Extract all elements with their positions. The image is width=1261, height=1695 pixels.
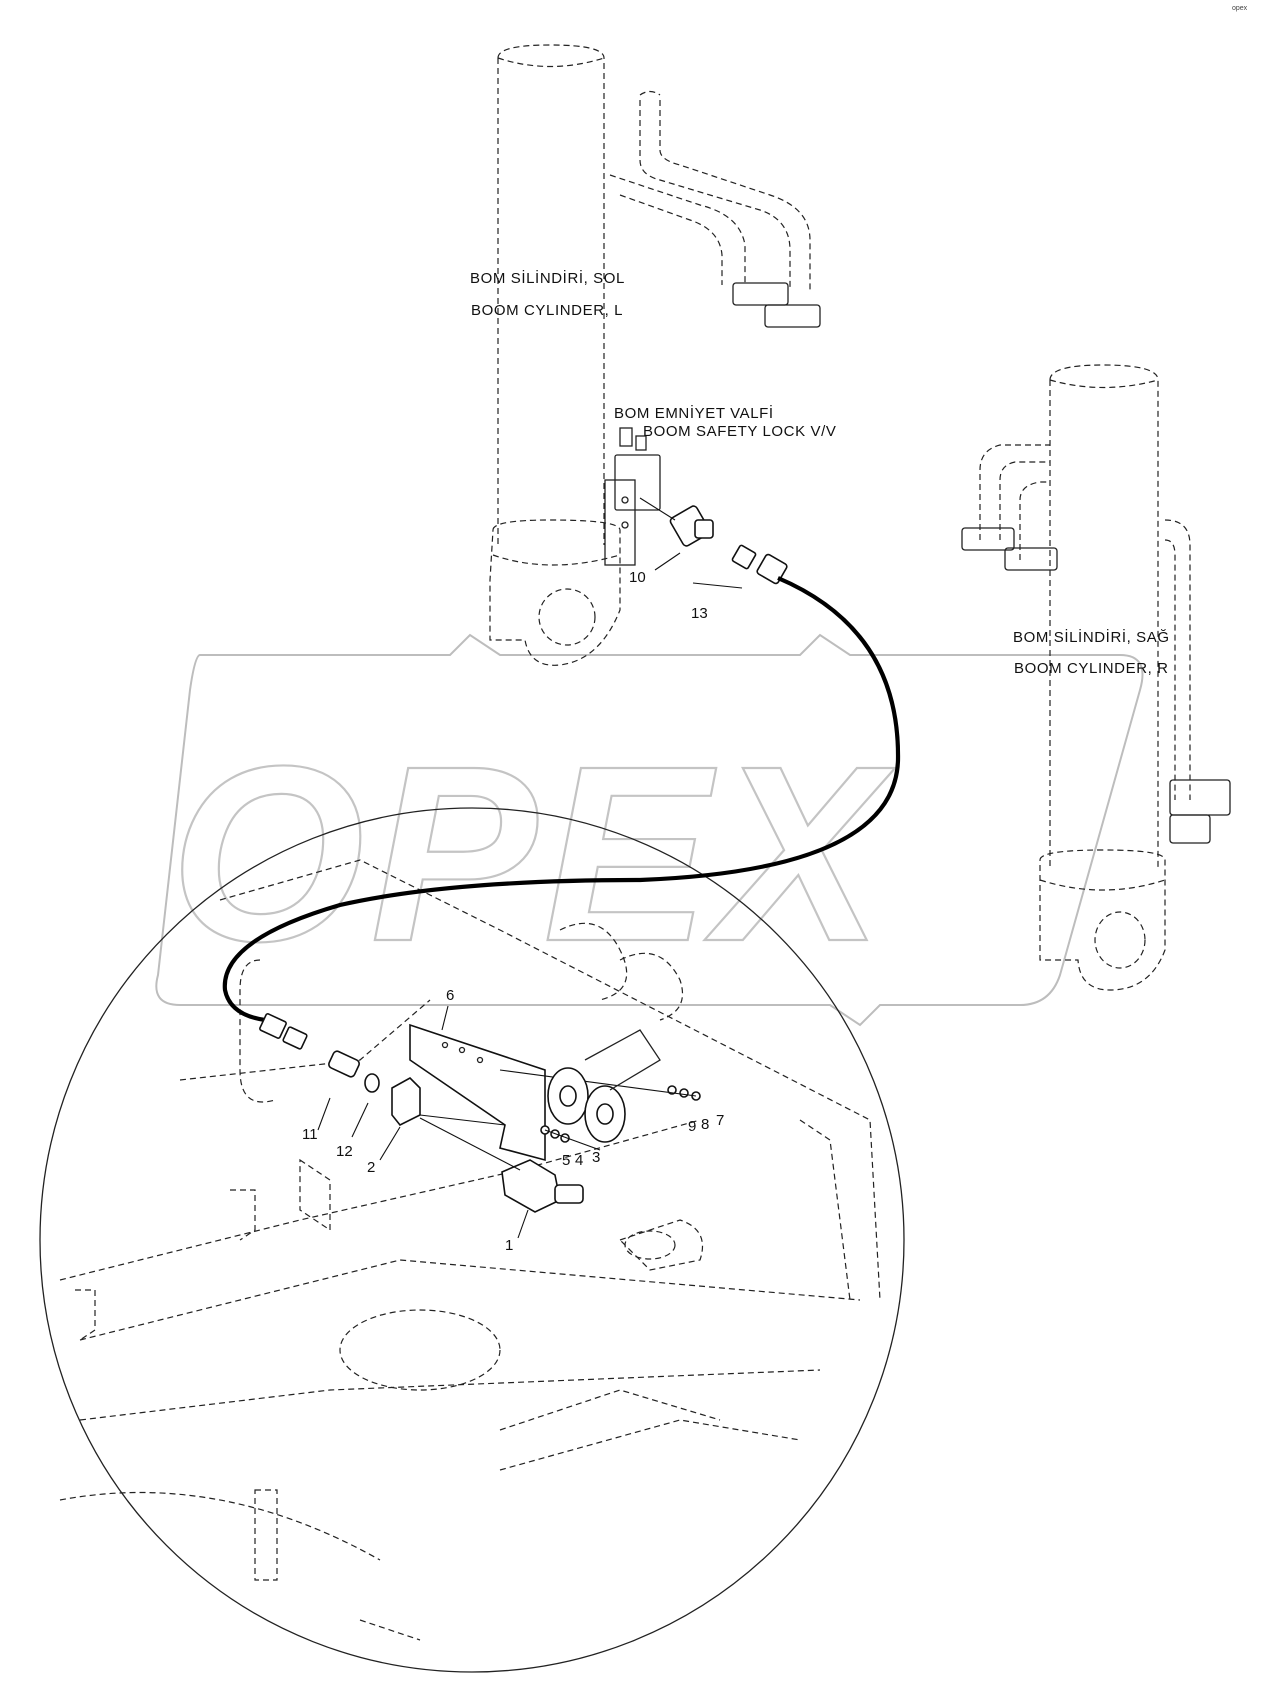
callout-1: 1: [505, 1237, 513, 1254]
boom-cylinder-left: [489, 44, 821, 666]
svg-text:OPEX: OPEX: [170, 714, 896, 993]
block-2: [379, 1077, 421, 1161]
leader-13: [692, 582, 743, 589]
callout-7: 7: [716, 1112, 724, 1129]
frame-detail: [59, 859, 881, 1641]
callout-13: 13: [691, 605, 708, 622]
callout-2: 2: [367, 1159, 375, 1176]
boom-safety-lock-valve: [604, 427, 661, 566]
label-boom-cylinder-left-en: BOOM CYLINDER, L: [471, 302, 623, 319]
hose-end-13: [731, 544, 788, 585]
callout-3: 3: [592, 1149, 600, 1166]
pressure-switch-1: [419, 1117, 584, 1239]
label-boom-cylinder-right-tr: BOM SİLİNDİRİ, SAĞ: [1013, 628, 1170, 646]
bolt-washer-group-3-5: [540, 1125, 601, 1151]
callout-4: 4: [575, 1152, 583, 1169]
callout-10: 10: [629, 569, 646, 586]
callout-9: 9: [688, 1118, 696, 1135]
label-safety-valve-en: BOOM SAFETY LOCK V/V: [643, 423, 836, 440]
callout-5: 5: [562, 1152, 570, 1169]
rollers: [547, 1029, 661, 1143]
callout-8: 8: [701, 1116, 709, 1133]
bolt-washer-group-7-9: [499, 1069, 701, 1101]
leader-10: [654, 552, 681, 571]
label-boom-cylinder-left-tr: BOM SİLİNDİRİ, SOL: [470, 269, 625, 287]
boom-cylinder-right: [961, 364, 1231, 991]
hose-end-fitting: [259, 1013, 308, 1050]
corner-mark: opex: [1232, 5, 1248, 12]
detail-circle: [39, 807, 905, 1673]
label-boom-cylinder-right-en: BOOM CYLINDER, R: [1014, 660, 1169, 677]
callout-6: 6: [446, 987, 454, 1004]
opex-watermark: OPEX: [155, 633, 1144, 1027]
tee-fitting-10: [639, 497, 714, 547]
hydraulic-hose: [222, 576, 901, 1023]
label-safety-valve-tr: BOM EMNİYET VALFİ: [614, 404, 774, 422]
o-ring-12: [351, 1073, 380, 1138]
callout-12: 12: [336, 1143, 353, 1160]
adapter-11: [317, 1050, 360, 1131]
bracket-6: [409, 1005, 546, 1162]
callout-11: 11: [302, 1126, 318, 1143]
